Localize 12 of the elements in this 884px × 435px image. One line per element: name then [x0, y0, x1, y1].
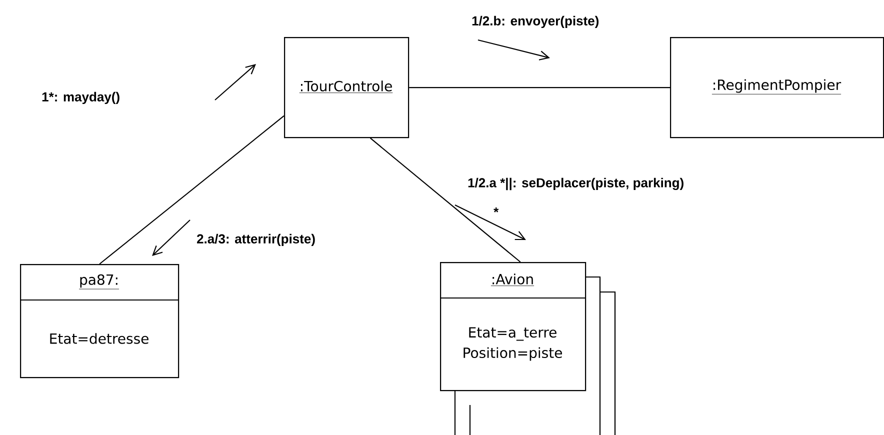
- object-box: pa87: Etat=detresse: [20, 264, 180, 378]
- object-box: :RegimentPompier: [670, 37, 884, 138]
- multiplicity-mark: *: [494, 208, 499, 212]
- object-box: :Avion Etat=a_terre Position=piste: [440, 262, 586, 392]
- message-label: 2.a/3: atterrir(piste): [197, 234, 315, 246]
- message-label: 1*: mayday(): [42, 92, 120, 104]
- link-line: [370, 138, 521, 262]
- link-line: [409, 87, 670, 88]
- message-label: 1/2.a *||: seDeplacer(piste, parking): [468, 178, 684, 190]
- message-label: 1/2.b: envoyer(piste): [472, 16, 599, 28]
- object-box: :TourControle: [284, 37, 410, 138]
- link-line: [99, 115, 284, 264]
